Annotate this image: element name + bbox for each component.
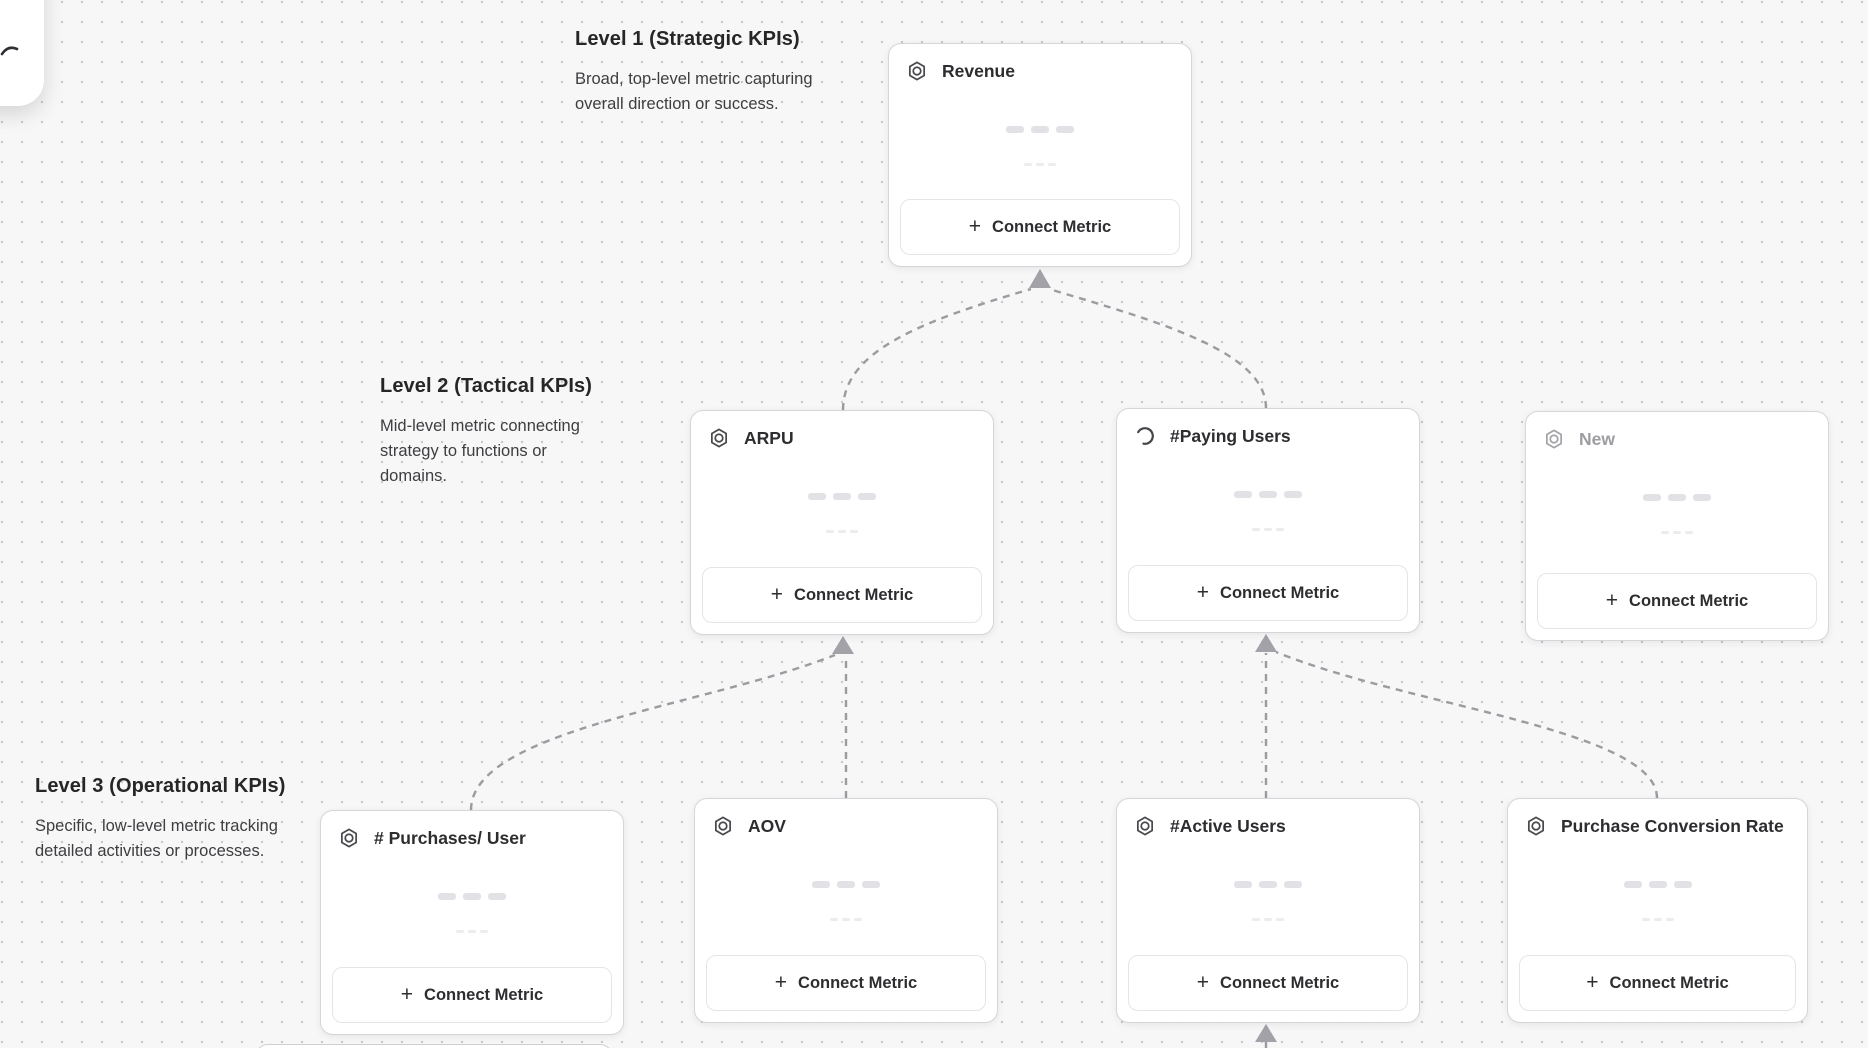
level-2-description: Mid-level metric connecting strategy to … (380, 417, 580, 485)
plus-icon: + (968, 214, 982, 238)
metric-card-title: #Active Users (1170, 815, 1286, 836)
metric-card-title: New (1579, 428, 1615, 449)
metric-card-partial-bottom[interactable] (255, 1044, 613, 1048)
metric-node-icon (1524, 814, 1548, 838)
metric-node-icon (711, 814, 735, 838)
metric-card-new[interactable]: New + Connect Metric (1525, 411, 1829, 641)
level-2-title: Level 2 (Tactical KPIs) (380, 375, 593, 397)
plus-icon: + (1586, 970, 1599, 994)
plus-icon: + (400, 982, 414, 1006)
metric-card-purchase-conversion-rate[interactable]: Purchase Conversion Rate + Connect Metri… (1507, 798, 1808, 1023)
card-header: New (1542, 427, 1812, 451)
plus-icon: + (1196, 580, 1210, 604)
edge-arpu-to-revenue (841, 287, 1032, 411)
metric-card-purchases-per-user[interactable]: # Purchases/ User + Connect Metric (320, 810, 624, 1035)
connect-metric-button[interactable]: + Connect Metric (702, 567, 982, 623)
metric-skeleton-placeholder (1508, 881, 1807, 921)
metric-skeleton-placeholder (1117, 491, 1419, 531)
metric-node-icon (1542, 427, 1566, 451)
plus-icon: + (770, 582, 784, 606)
metric-skeleton-placeholder (691, 493, 993, 533)
plus-icon: + (1605, 588, 1619, 612)
connect-metric-label: Connect Metric (992, 217, 1112, 236)
connect-metric-label: Connect Metric (1220, 583, 1340, 602)
level-1-label: Level 1 (Strategic KPIs) Broad, top-leve… (575, 28, 825, 117)
arrowhead-payingusers (1255, 634, 1277, 652)
metric-card-title: ARPU (744, 427, 794, 448)
connect-metric-label: Connect Metric (1220, 973, 1340, 992)
metric-card-arpu[interactable]: ARPU + Connect Metric (690, 410, 994, 635)
edge-conversionrate-to-payingusers (1275, 650, 1659, 799)
plus-icon: + (1196, 970, 1210, 994)
metric-card-active-users[interactable]: #Active Users + Connect Metric (1116, 798, 1420, 1023)
connect-metric-button[interactable]: + Connect Metric (1128, 565, 1408, 621)
card-header: #Paying Users (1133, 424, 1403, 448)
metric-skeleton-placeholder (321, 893, 623, 933)
metric-card-revenue[interactable]: Revenue + Connect Metric (888, 43, 1192, 267)
metric-node-icon (905, 59, 929, 83)
metric-node-icon (1133, 814, 1157, 838)
arrowhead-arpu (832, 636, 854, 654)
connect-metric-label: Connect Metric (794, 585, 914, 604)
metric-card-title: # Purchases/ User (374, 827, 526, 848)
metric-card-aov[interactable]: AOV + Connect Metric (694, 798, 998, 1023)
card-header: AOV (711, 814, 981, 838)
loading-spinner-icon (1133, 424, 1157, 448)
canvas-corner-widget[interactable] (0, 0, 44, 106)
connect-metric-label: Connect Metric (424, 985, 544, 1004)
card-header: ARPU (707, 426, 977, 450)
level-1-description: Broad, top-level metric capturing overal… (575, 70, 813, 113)
metric-skeleton-placeholder (695, 881, 997, 921)
level-3-description: Specific, low-level metric tracking deta… (35, 817, 278, 860)
connect-metric-label: Connect Metric (798, 973, 918, 992)
arrowhead-revenue (1029, 269, 1051, 288)
connect-metric-button[interactable]: + Connect Metric (1537, 573, 1817, 629)
level-1-title: Level 1 (Strategic KPIs) (575, 28, 800, 50)
level-2-label: Level 2 (Tactical KPIs) Mid-level metric… (380, 375, 610, 489)
metric-node-icon (337, 826, 361, 850)
card-header: Revenue (905, 59, 1175, 83)
connect-metric-button[interactable]: + Connect Metric (1128, 955, 1408, 1011)
connect-metric-button[interactable]: + Connect Metric (900, 199, 1180, 255)
metric-card-paying-users[interactable]: #Paying Users + Connect Metric (1116, 408, 1420, 633)
connect-metric-label: Connect Metric (1609, 973, 1729, 992)
card-header: #Active Users (1133, 814, 1403, 838)
connect-metric-label: Connect Metric (1629, 591, 1749, 610)
edge-payingusers-to-revenue (1048, 287, 1268, 409)
metric-skeleton-placeholder (1526, 494, 1828, 534)
card-header: # Purchases/ User (337, 826, 607, 850)
metric-card-title: AOV (748, 815, 786, 836)
metric-card-title: Revenue (942, 60, 1015, 81)
metric-node-icon (707, 426, 731, 450)
metric-card-title: #Paying Users (1170, 425, 1291, 446)
metric-card-title: Purchase Conversion Rate (1561, 815, 1784, 836)
level-3-title: Level 3 (Operational KPIs) (35, 775, 286, 797)
edge-purchases-to-arpu (469, 653, 836, 811)
metric-skeleton-placeholder (1117, 881, 1419, 921)
cursor-stroke-icon (0, 46, 19, 56)
card-header: Purchase Conversion Rate (1524, 814, 1791, 838)
plus-icon: + (774, 970, 788, 994)
connect-metric-button[interactable]: + Connect Metric (1519, 955, 1796, 1011)
connect-metric-button[interactable]: + Connect Metric (332, 967, 612, 1023)
connect-metric-button[interactable]: + Connect Metric (706, 955, 986, 1011)
level-3-label: Level 3 (Operational KPIs) Specific, low… (35, 775, 305, 864)
arrowhead-activeusers (1255, 1024, 1277, 1042)
metric-skeleton-placeholder (889, 126, 1191, 166)
